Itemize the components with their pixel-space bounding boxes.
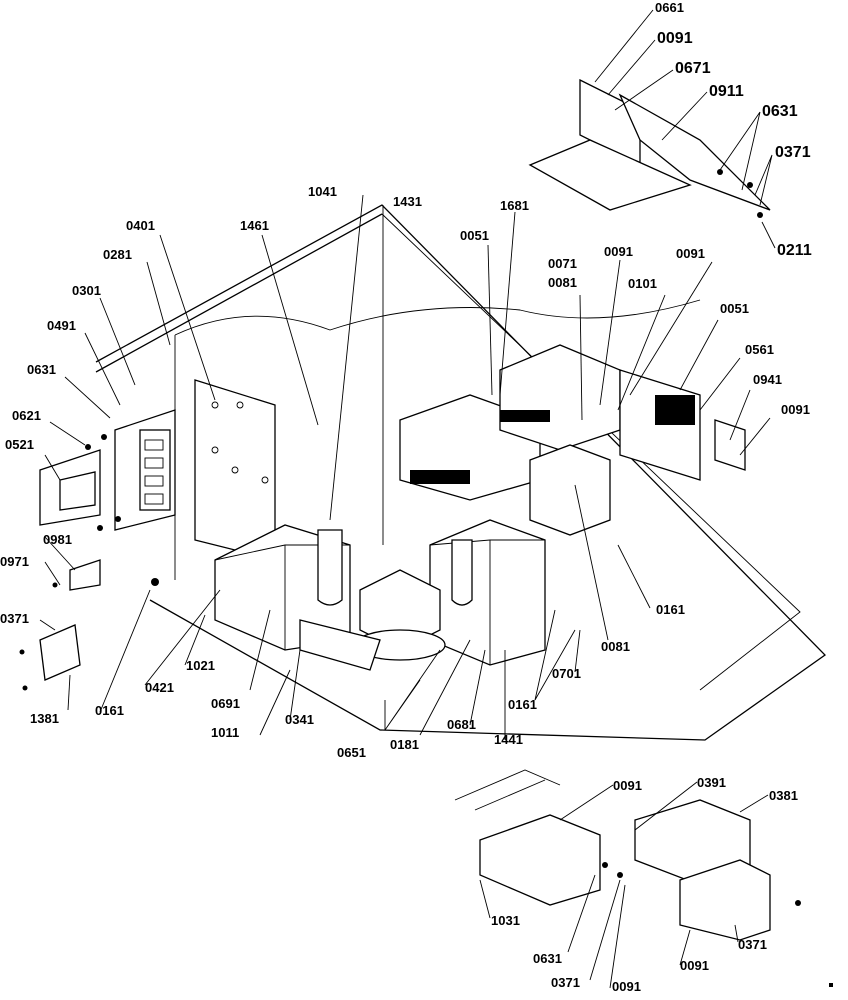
label-0631-left: 0631 [27, 362, 56, 377]
label-0161-right: 0161 [656, 602, 685, 617]
label-0401: 0401 [126, 218, 155, 233]
label-1021: 1021 [186, 658, 215, 673]
label-1441: 1441 [494, 732, 523, 747]
label-0091-bottom-left: 0091 [612, 979, 641, 994]
label-0621: 0621 [12, 408, 41, 423]
label-0071: 0071 [548, 256, 577, 271]
label-0091-far-right: 0091 [781, 402, 810, 417]
label-0181: 0181 [390, 737, 419, 752]
label-0371-top: 0371 [775, 144, 811, 161]
control-bracket-assembly [39, 379, 276, 561]
label-0381: 0381 [769, 788, 798, 803]
lower-right-housing [454, 769, 801, 941]
label-0301: 0301 [72, 283, 101, 298]
label-0371-left: 0371 [0, 611, 29, 626]
label-0671: 0671 [675, 60, 711, 77]
label-0091-right: 0091 [676, 246, 705, 261]
label-0491: 0491 [47, 318, 76, 333]
part-labels: 0661 0091 0671 0911 0631 0371 0211 1041 … [0, 0, 812, 994]
label-1461: 1461 [240, 218, 269, 233]
label-0371-bottom-right: 0371 [738, 937, 767, 952]
label-0631-top: 0631 [762, 103, 798, 120]
label-1031: 1031 [491, 913, 520, 928]
label-1681: 1681 [500, 198, 529, 213]
label-0971: 0971 [0, 554, 29, 569]
label-0911: 0911 [709, 83, 744, 100]
transformer-left [214, 524, 351, 651]
label-1041: 1041 [308, 184, 337, 199]
label-0681: 0681 [447, 717, 476, 732]
label-0091-bottom-right: 0091 [680, 958, 709, 973]
corner-mark [829, 983, 833, 987]
leader-lines [39, 9, 776, 989]
label-0631-bottom: 0631 [533, 951, 562, 966]
small-parts-left [19, 559, 159, 691]
label-0211: 0211 [777, 242, 812, 259]
top-panel-assembly [528, 78, 771, 218]
drip-tray [299, 619, 381, 671]
transformer-right [429, 519, 546, 666]
label-0091-top: 0091 [657, 30, 693, 47]
label-0701: 0701 [552, 666, 581, 681]
label-0691: 0691 [211, 696, 240, 711]
label-0161-center: 0161 [508, 697, 537, 712]
label-0341: 0341 [285, 712, 314, 727]
label-1011: 1011 [211, 725, 239, 740]
label-0081-top: 0081 [548, 275, 577, 290]
label-0521: 0521 [5, 437, 34, 452]
label-1381: 1381 [30, 711, 59, 726]
label-0391: 0391 [697, 775, 726, 790]
label-0051-center: 0051 [460, 228, 489, 243]
magnetron [354, 569, 446, 661]
label-0081-lower: 0081 [601, 639, 630, 654]
label-0981: 0981 [43, 532, 72, 547]
label-0371-bottom: 0371 [551, 975, 580, 990]
label-0101: 0101 [628, 276, 657, 291]
label-0281: 0281 [103, 247, 132, 262]
label-0941: 0941 [753, 372, 782, 387]
label-0161-left: 0161 [95, 703, 124, 718]
label-0051-right: 0051 [720, 301, 749, 316]
label-1431: 1431 [393, 194, 422, 209]
label-0091-lower: 0091 [613, 778, 642, 793]
air-duct [619, 369, 746, 481]
label-0091-center: 0091 [604, 244, 633, 259]
label-0561: 0561 [745, 342, 774, 357]
fan-housing-assembly [399, 344, 621, 536]
label-0421: 0421 [145, 680, 174, 695]
label-0661-top: 0661 [655, 0, 684, 15]
label-0651: 0651 [337, 745, 366, 760]
